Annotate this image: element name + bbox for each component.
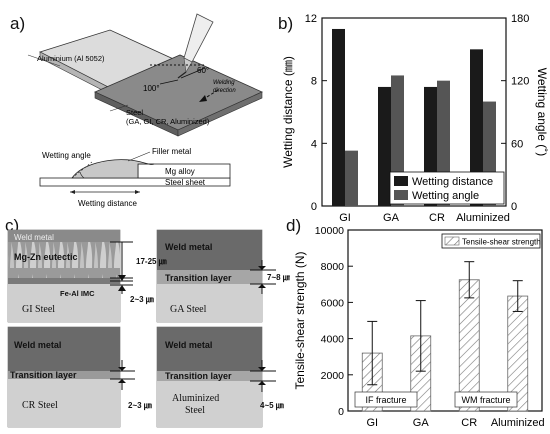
al-steel-label-1: Aluminized — [172, 393, 219, 404]
cr-transition-label: Transition layer — [10, 370, 77, 380]
steel-label-2: (GA, GI, CR, Aluminized) — [126, 117, 210, 126]
bar-wetting-distance — [332, 28, 345, 206]
legend-swatch — [394, 176, 408, 186]
wetting-angle-label: Wetting angle — [42, 151, 91, 160]
y-tick-label: 4 — [311, 138, 317, 150]
y2-tick-label: 120 — [511, 76, 529, 88]
y-tick-label: 4000 — [321, 334, 345, 346]
legend-swatch — [444, 236, 460, 246]
bar-wetting-angle — [345, 150, 358, 206]
cross-section-diagram — [39, 151, 231, 194]
cr-dim-label: 2~3 ㎛ — [128, 401, 152, 411]
micrograph-cr — [7, 326, 121, 428]
legend: Tensile-shear strength — [441, 233, 541, 249]
y-axis-label: Wetting distance (㎜) — [281, 56, 295, 168]
y-tick-label: 0 — [338, 406, 344, 418]
annotation-box — [354, 391, 418, 408]
y-tick-label: 2000 — [321, 370, 345, 382]
legend-swatch — [394, 190, 408, 200]
micrograph-ga — [156, 229, 263, 323]
micrograph-gi — [7, 229, 121, 323]
al-dim-label: 4~5 ㎛ — [260, 401, 284, 411]
y-tick-label: 6000 — [321, 297, 345, 309]
gi-imc-label: Fe-Al IMC — [60, 289, 95, 298]
gi-dim2-label: 2~3 ㎛ — [130, 295, 154, 305]
bar-wetting-distance — [470, 49, 483, 207]
steel-label-1: Steel — [126, 108, 143, 117]
aluminium-label: Aluminium (Al 5052) — [37, 54, 105, 63]
micrograph-aluminized — [156, 326, 263, 428]
x-tick-label: GI — [339, 212, 351, 224]
legend-box — [389, 171, 505, 205]
legend-label: Tensile-shear strength — [462, 238, 541, 247]
x-tick-label: CR — [429, 212, 445, 224]
x-tick-label: GA — [413, 417, 430, 429]
y2-tick-label: 180 — [511, 13, 529, 25]
legend-box — [441, 233, 541, 249]
x-tick-label: GA — [383, 212, 400, 224]
annotation-box — [454, 391, 518, 408]
gi-steel-label: GI Steel — [22, 304, 55, 315]
y2-tick-label: 60 — [511, 138, 523, 150]
y-tick-label: 10000 — [315, 225, 344, 237]
y-tick-label: 8000 — [321, 261, 345, 273]
al-steel-label-2: Steel — [185, 405, 205, 416]
steel-sheet-label: Steel sheet — [165, 178, 206, 187]
annotation-if-fracture: IF fracture — [354, 391, 418, 408]
al-transition-label: Transition layer — [165, 371, 232, 381]
al-weld-label: Weld metal — [165, 340, 212, 350]
bar-tensile-strength — [458, 279, 480, 412]
x-tick-label: Aluminized — [491, 417, 545, 429]
annotation-label: WM fracture — [461, 395, 510, 405]
panel-d-label: d) — [286, 216, 302, 235]
panel-b-label: b) — [278, 14, 294, 33]
welding-direction-label-2: direction — [213, 88, 236, 94]
y2-tick-label: 0 — [511, 201, 517, 213]
wetting-distance-label: Wetting distance — [78, 199, 138, 208]
cr-weld-label: Weld metal — [14, 340, 61, 350]
annotation-wm-fracture: WM fracture — [454, 391, 518, 408]
legend-label: Wetting distance — [412, 176, 493, 188]
annotation-label: IF fracture — [365, 395, 406, 405]
welding-schematic: Aluminium (Al 5052) 100° 60° Welding dir… — [27, 13, 263, 208]
bar-wetting-distance — [378, 86, 391, 206]
y-tick-label: 12 — [305, 13, 317, 25]
x-tick-label: Aluminized — [456, 212, 510, 224]
micrograph-panels: Weld metal Mg-Zn eutectic Fe-Al IMC GI S… — [7, 229, 290, 428]
legend-label: Wetting angle — [412, 190, 479, 202]
y-axis-label: Tensile-shear strength (N) — [293, 251, 307, 389]
y-tick-label: 0 — [311, 201, 317, 213]
x-tick-label: CR — [461, 417, 477, 429]
panel-a-label: a) — [10, 14, 26, 33]
gi-weld-label: Weld metal — [14, 233, 54, 242]
y2-axis-label: Wetting angle (˚) — [535, 68, 549, 156]
x-tick-label: GI — [366, 417, 378, 429]
ga-dim-label: 7~8 ㎛ — [267, 273, 290, 283]
filler-metal-label: Filler metal — [152, 147, 191, 156]
y-tick-label: 8 — [311, 76, 317, 88]
ga-steel-label: GA Steel — [170, 304, 207, 315]
cr-steel-label: CR Steel — [22, 400, 58, 411]
ga-transition-label: Transition layer — [165, 273, 232, 283]
angle-100-label: 100° — [143, 84, 160, 93]
welding-direction-label-1: Welding — [213, 80, 235, 86]
angle-60-label: 60° — [197, 66, 209, 75]
plot-frame — [321, 17, 507, 207]
mg-alloy-label: Mg alloy — [165, 167, 195, 176]
plot-frame — [347, 229, 543, 412]
gi-dim1-label: 17-25 ㎛ — [136, 257, 167, 267]
ga-weld-label: Weld metal — [165, 242, 212, 252]
gi-eutectic-label: Mg-Zn eutectic — [14, 252, 78, 262]
